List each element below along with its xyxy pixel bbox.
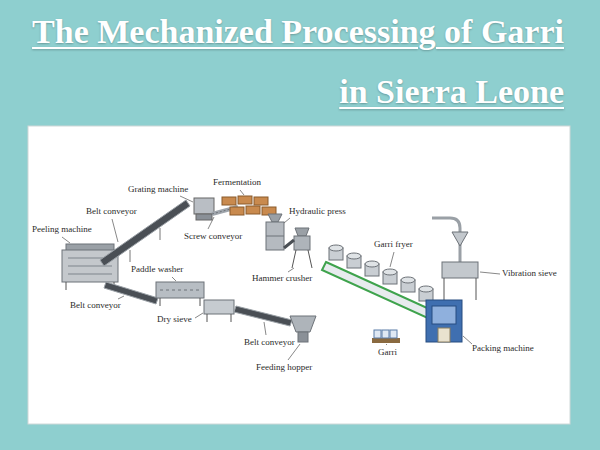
- vibration-sieve: [444, 278, 445, 300]
- garri-fryer: [322, 245, 436, 320]
- vibration-sieve: [432, 218, 460, 262]
- part-label: Fermentation: [213, 177, 261, 188]
- vibration-sieve: [476, 278, 477, 300]
- vibration-sieve: [452, 232, 468, 246]
- leader-lines: [288, 268, 294, 272]
- second-belt-conveyor: [234, 306, 292, 326]
- hydraulic-press: [266, 214, 284, 250]
- hydraulic-press: [266, 236, 284, 237]
- peeling-machine: [66, 282, 67, 290]
- leader-lines: [118, 296, 124, 299]
- leader-lines: [480, 272, 500, 274]
- part-label: Packing machine: [472, 343, 534, 354]
- hammer-crusher: [292, 250, 296, 268]
- garri-fryer: [419, 286, 433, 292]
- part-label: Grating machine: [128, 184, 188, 195]
- paddle-washer: [156, 282, 204, 298]
- fermentation-bags: [230, 207, 244, 215]
- leader-lines: [180, 196, 193, 202]
- leader-lines: [264, 322, 266, 335]
- paddle-washer: [200, 298, 201, 306]
- leader-lines: [172, 277, 176, 281]
- dry-sieve: [207, 314, 208, 322]
- hammer-crusher: [284, 228, 312, 268]
- hammer-crusher: [284, 240, 294, 248]
- part-label: Feeding hopper: [256, 362, 312, 373]
- vibration-sieve: [442, 262, 478, 278]
- garri-bags: [374, 330, 381, 338]
- leader-lines: [463, 336, 472, 344]
- part-label: Paddle washer: [131, 264, 183, 275]
- part-label: Belt conveyor: [244, 337, 295, 348]
- garri-bags: [382, 330, 389, 338]
- second-belt-conveyor: [234, 306, 292, 326]
- title: The Mechanized Processing of Garri in Si…: [16, 2, 564, 122]
- garri-fryer: [365, 261, 379, 267]
- fermentation-bags: [222, 197, 236, 205]
- packing-machine: [432, 306, 456, 324]
- dry-sieve: [204, 300, 234, 314]
- garri-fryer: [329, 245, 343, 251]
- dry-sieve: [231, 314, 232, 322]
- paddle-washer: [160, 298, 161, 306]
- packing-machine: [426, 300, 462, 342]
- leader-lines: [240, 190, 244, 195]
- grating-machine: [194, 198, 214, 220]
- fermentation-bags: [246, 206, 260, 214]
- vibration-sieve: [432, 218, 478, 300]
- part-label: Hydraulic press: [289, 206, 346, 217]
- hydraulic-press: [268, 214, 282, 222]
- leader-lines: [195, 313, 203, 318]
- garri-fryer: [322, 262, 436, 320]
- hydraulic-press: [266, 222, 284, 250]
- feeding-hopper: [298, 332, 308, 342]
- part-label: Garri: [378, 347, 397, 358]
- part-label: Belt conveyor: [70, 300, 121, 311]
- hammer-crusher: [295, 228, 309, 236]
- leader-lines: [208, 217, 214, 229]
- peeling-machine: [68, 274, 112, 275]
- garri-fryer: [401, 277, 415, 283]
- garri-bags: [390, 330, 397, 338]
- grating-machine: [194, 198, 214, 214]
- leader-lines: [390, 252, 394, 267]
- garri-fryer: [383, 269, 397, 275]
- peeling-machine: [68, 266, 112, 267]
- part-label: Hammer crusher: [252, 273, 312, 284]
- leader-lines: [386, 344, 387, 345]
- garri-bags: [372, 338, 400, 343]
- grating-machine: [196, 214, 212, 220]
- white-panel: [28, 126, 570, 424]
- belt-conveyor: [130, 250, 131, 262]
- part-label: Garri fryer: [374, 239, 413, 250]
- hammer-crusher: [294, 236, 310, 250]
- fermentation-bags: [254, 197, 268, 205]
- feeding-hopper: [290, 316, 316, 332]
- paddle-washer: [156, 282, 204, 306]
- fermentation-bags: [238, 196, 252, 204]
- part-label: Vibration sieve: [502, 268, 557, 279]
- paddle-washer: [160, 290, 200, 291]
- dry-sieve: [204, 300, 234, 322]
- packing-machine: [426, 300, 462, 342]
- leader-lines: [62, 237, 70, 243]
- hammer-crusher: [308, 250, 312, 268]
- packing-machine: [438, 328, 450, 342]
- leader-lines: [62, 190, 500, 360]
- belt-conveyor: [160, 228, 161, 240]
- part-label: Dry sieve: [157, 314, 192, 325]
- leader-lines: [112, 219, 118, 242]
- fermentation-bags: [222, 196, 276, 215]
- part-label: Belt conveyor: [86, 206, 137, 217]
- leader-lines: [284, 218, 290, 223]
- garri-bags: [372, 330, 400, 343]
- part-label: Peeling machine: [32, 224, 92, 235]
- garri-fryer: [347, 253, 361, 259]
- part-label: Screw conveyor: [184, 231, 242, 242]
